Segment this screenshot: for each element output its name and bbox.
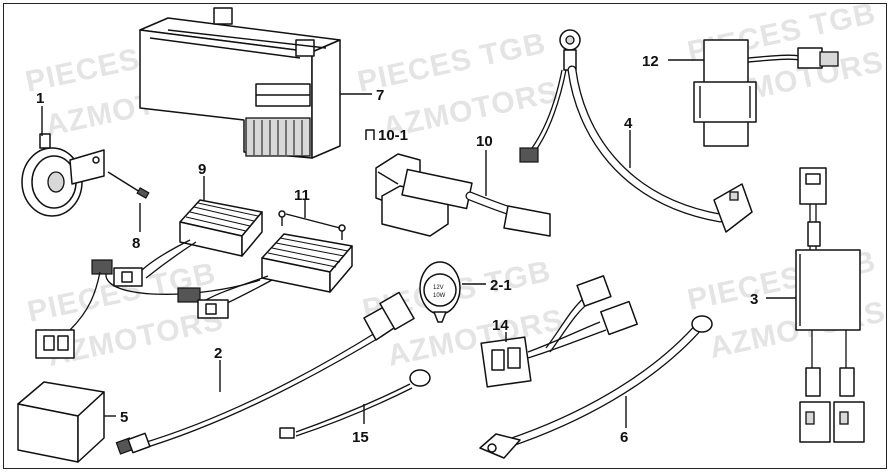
callout-11: 11 (294, 187, 310, 204)
callout-10: 10 (476, 133, 493, 150)
callout-7: 7 (376, 87, 384, 104)
box-5 (17, 381, 105, 463)
callout-8: 8 (132, 235, 140, 252)
cdi-unit-12 (693, 39, 839, 147)
callout-2: 2 (214, 345, 222, 362)
callout-5: 5 (120, 409, 128, 426)
regulator-9 (35, 199, 263, 359)
callout-14: 14 (492, 317, 509, 334)
battery-cable-4 (519, 29, 753, 233)
regulator-11 (177, 210, 353, 319)
callout-2-1: 2-1 (490, 277, 512, 294)
callout-6: 6 (620, 429, 628, 446)
flasher-text-line1: 12V (433, 285, 444, 291)
harness-2 (115, 291, 415, 455)
relay-10 (375, 153, 551, 237)
battery-vent-fins (253, 120, 303, 155)
flasher-text-line2: 10W (433, 293, 446, 299)
callout-10-1: 10-1 (378, 127, 408, 144)
callout-15: 15 (352, 429, 369, 446)
ground-cable-6 (479, 315, 713, 459)
flasher-2-1: 12V 10W (419, 261, 461, 323)
screw-8 (107, 171, 150, 199)
clip-10-1 (365, 129, 375, 140)
unit-3 (795, 167, 865, 443)
harness-14 (480, 275, 638, 388)
harness-15 (279, 369, 431, 439)
callout-1: 1 (36, 90, 44, 107)
battery (139, 7, 341, 159)
horn (21, 133, 105, 217)
callout-4: 4 (624, 115, 633, 132)
callout-3: 3 (750, 291, 758, 308)
callout-12: 12 (642, 53, 659, 70)
callout-9: 9 (198, 161, 206, 178)
